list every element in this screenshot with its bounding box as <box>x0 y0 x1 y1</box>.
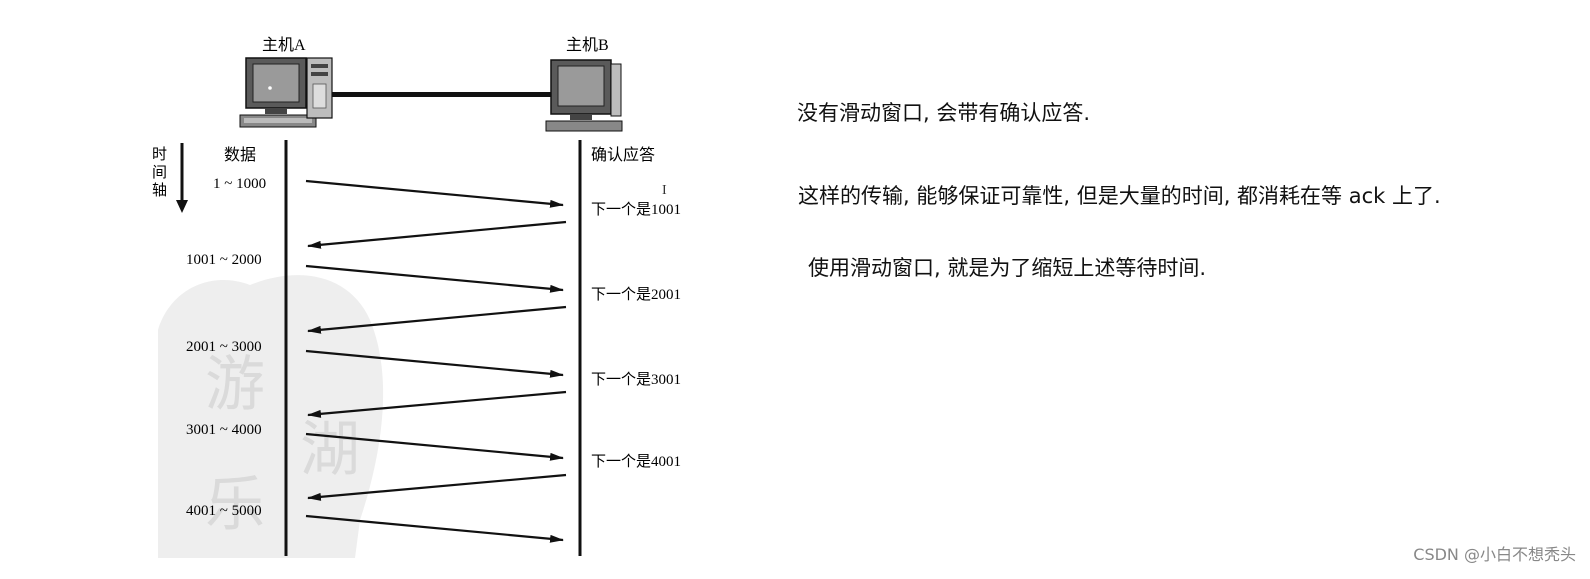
segment-range-2: 1001 ~ 2000 <box>186 252 262 268</box>
csdn-watermark: CSDN @小白不想秃头 <box>1413 541 1576 565</box>
tcp-ack-sequence-diagram: 游 湖 乐 主机A 主机B 时 间 轴 数据 确认应答 1 ~ <box>0 0 760 579</box>
network-cable <box>332 92 552 97</box>
seal-glyph-2: 湖 <box>300 417 360 483</box>
segment-range-5: 4001 ~ 5000 <box>186 503 262 519</box>
time-axis: 时 间 轴 <box>152 143 188 213</box>
segment-range-4: 3001 ~ 4000 <box>186 422 262 438</box>
computer-icon-host-a <box>240 58 332 127</box>
down-arrow-icon <box>176 200 188 213</box>
note-sliding-window-purpose: 使用滑动窗口, 就是为了缩短上述等待时间. <box>808 252 1206 282</box>
note-no-sliding-window: 没有滑动窗口, 会带有确认应答. <box>797 97 1090 127</box>
text-cursor-icon: I <box>662 183 667 198</box>
data-arrow-1 <box>306 181 563 205</box>
ack-label-3: 下一个是3001 <box>591 371 681 388</box>
time-axis-char-1: 时 <box>152 146 167 163</box>
host-b-label: 主机B <box>566 36 609 54</box>
data-column-label: 数据 <box>224 146 256 164</box>
host-a-label: 主机A <box>262 36 306 54</box>
seal-glyph-1: 游 <box>205 352 265 418</box>
ack-label-1: 下一个是1001 <box>591 201 681 218</box>
note-reliability-cost: 这样的传输, 能够保证可靠性, 但是大量的时间, 都消耗在等 ack 上了. <box>798 180 1441 210</box>
ack-column-label: 确认应答 <box>591 145 655 164</box>
time-axis-char-3: 轴 <box>152 182 167 199</box>
data-arrow-2 <box>306 266 563 290</box>
computer-icon-host-b <box>546 60 622 131</box>
ack-label-4: 下一个是4001 <box>591 453 681 470</box>
ack-arrow-1 <box>308 222 566 246</box>
segment-range-3: 2001 ~ 3000 <box>186 339 262 355</box>
ack-label-2: 下一个是2001 <box>591 286 681 303</box>
segment-range-1: 1 ~ 1000 <box>213 176 266 192</box>
time-axis-char-2: 间 <box>152 164 167 181</box>
